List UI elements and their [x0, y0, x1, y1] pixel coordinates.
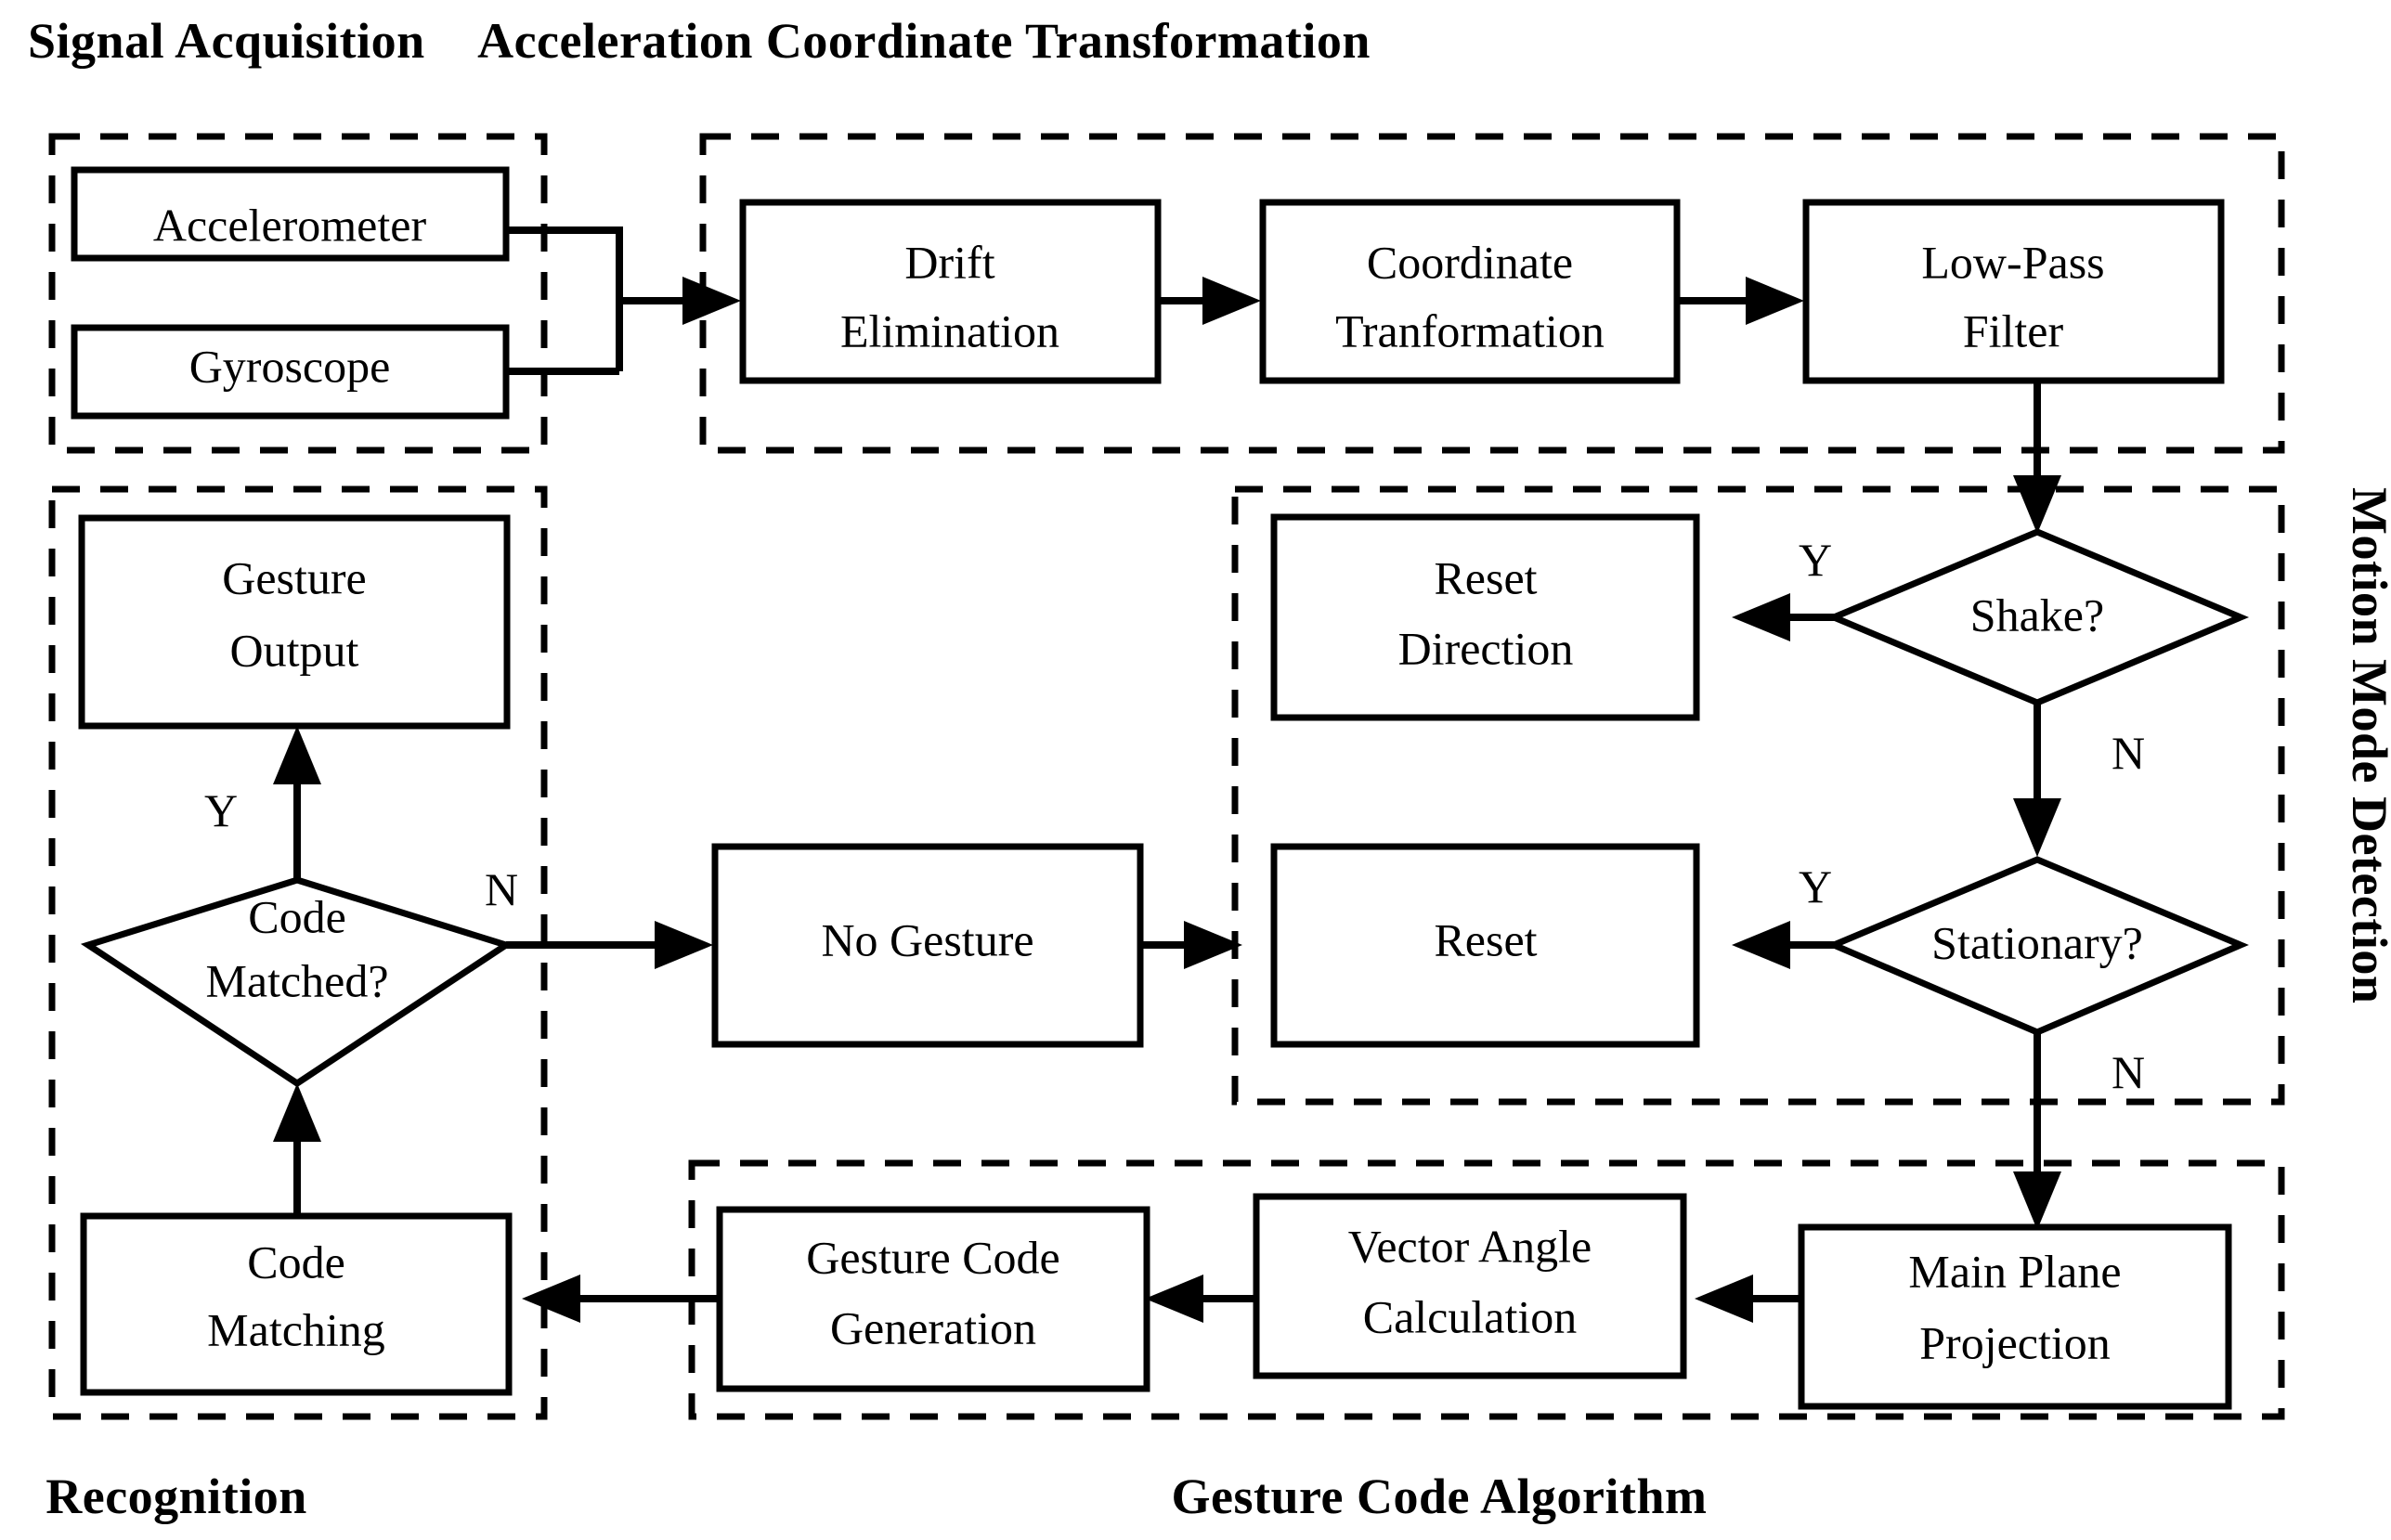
arrowhead-vector-angle-to-gesture-code	[1145, 1275, 1203, 1323]
node-gesture-output-label-line1: Gesture	[222, 551, 367, 603]
node-accelerometer-label: Accelerometer	[153, 199, 427, 251]
node-coordinate-transformation-label-line1: Coordinate	[1367, 236, 1573, 288]
branch-label-stationary-no: N	[2112, 1046, 2145, 1098]
arrowhead-coordinate-to-lowpass	[1746, 277, 1804, 325]
node-stationary-decision-label: Stationary?	[1931, 916, 2143, 968]
node-drift-elimination-label-line2: Elimination	[840, 304, 1059, 356]
arrowhead-stationary-to-main-plane	[2013, 1171, 2061, 1230]
node-main-plane-projection-label-line2: Projection	[1919, 1316, 2111, 1368]
node-gesture-code-generation-label-line1: Gesture Code	[806, 1231, 1060, 1283]
group-title-gesture-code-algorithm: Gesture Code Algorithm	[1172, 1469, 1708, 1524]
node-shake-decision-label: Shake?	[1970, 589, 2104, 641]
group-title-motion-mode-detection: Motion Mode Detection	[2342, 487, 2391, 1003]
node-main-plane-projection[interactable]: Main Plane Projection	[1798, 1223, 2232, 1410]
node-code-matching-label-line2: Matching	[207, 1303, 385, 1355]
arrowhead-shake-to-stationary	[2013, 798, 2061, 857]
node-reset-direction-label-line1: Reset	[1434, 551, 1537, 603]
branch-label-code-matched-yes: Y	[204, 784, 238, 836]
node-vector-angle-calculation-label-line1: Vector Angle	[1348, 1220, 1592, 1272]
dashed-group-recognition	[48, 485, 548, 1420]
branch-label-shake-yes: Y	[1799, 534, 1832, 586]
arrowhead-main-plane-to-vector-angle	[1695, 1275, 1753, 1323]
node-gyroscope-label: Gyroscope	[189, 340, 391, 392]
node-gesture-code-generation[interactable]: Gesture Code Generation	[716, 1206, 1150, 1392]
node-reset-direction[interactable]: Reset Direction	[1270, 513, 1700, 721]
node-code-matched-decision-label-line2: Matched?	[205, 954, 388, 1006]
node-main-plane-projection-label-line1: Main Plane	[1908, 1245, 2121, 1297]
node-gesture-code-generation-label-line2: Generation	[830, 1301, 1036, 1353]
node-vector-angle-calculation-label-line2: Calculation	[1363, 1290, 1578, 1342]
group-title-acceleration-coordinate-transformation: Acceleration Coordinate Transformation	[477, 13, 1371, 69]
connector-accelerometer-merge	[506, 226, 623, 371]
dashed-group-gesture-code-algorithm	[688, 1159, 2285, 1420]
arrowhead-shake-to-reset-direction	[1732, 593, 1790, 641]
branch-label-code-matched-no: N	[485, 863, 518, 915]
dashed-group-motion-mode-detection	[1231, 485, 2285, 1106]
node-no-gesture[interactable]: No Gesture	[711, 843, 1144, 1048]
node-code-matching[interactable]: Code Matching	[80, 1212, 513, 1396]
node-shake-decision[interactable]: Shake?	[1825, 528, 2250, 706]
node-gesture-output[interactable]: Gesture Output	[78, 514, 511, 730]
node-vector-angle-calculation[interactable]: Vector Angle Calculation	[1253, 1193, 1687, 1379]
node-no-gesture-label: No Gesture	[821, 913, 1033, 965]
arrowhead-gesture-code-to-code-matching	[522, 1275, 580, 1323]
node-code-matched-decision[interactable]: Code Matched?	[80, 876, 514, 1088]
arrowhead-code-matched-to-gesture-output	[273, 726, 321, 784]
group-title-signal-acquisition: Signal Acquisition	[28, 13, 425, 69]
node-coordinate-transformation[interactable]: Coordinate Tranformation	[1259, 199, 1681, 384]
branch-label-shake-no: N	[2112, 727, 2145, 779]
arrowhead-lowpass-to-shake	[2013, 475, 2061, 534]
branch-label-stationary-yes: Y	[1799, 861, 1832, 912]
node-coordinate-transformation-label-line2: Tranformation	[1335, 304, 1605, 356]
arrowhead-sensors-to-drift	[682, 277, 741, 325]
arrowhead-code-matched-to-no-gesture	[655, 921, 713, 969]
node-code-matched-decision-label-line1: Code	[248, 890, 346, 942]
dashed-group-signal-acquisition	[48, 133, 548, 454]
node-stationary-decision[interactable]: Stationary?	[1826, 856, 2249, 1036]
node-drift-elimination-label-line1: Drift	[904, 236, 994, 288]
arrowhead-stationary-to-reset	[1732, 921, 1790, 969]
node-reset-label: Reset	[1434, 913, 1537, 965]
node-low-pass-filter-label-line2: Filter	[1963, 304, 2064, 356]
node-low-pass-filter[interactable]: Low-Pass Filter	[1802, 199, 2225, 384]
node-gyroscope[interactable]: Gyroscope	[71, 324, 510, 420]
group-title-recognition: Recognition	[45, 1469, 307, 1524]
node-low-pass-filter-label-line1: Low-Pass	[1921, 236, 2104, 288]
arrowhead-drift-to-coordinate	[1202, 277, 1261, 325]
arrowhead-no-gesture-to-reset	[1184, 921, 1242, 969]
node-drift-elimination[interactable]: Drift Elimination	[739, 199, 1162, 384]
node-gesture-output-label-line2: Output	[230, 624, 359, 676]
node-code-matching-label-line1: Code	[247, 1236, 345, 1288]
node-reset[interactable]: Reset	[1270, 843, 1700, 1048]
node-reset-direction-label-line2: Direction	[1398, 622, 1574, 674]
arrowhead-code-matching-to-code-matched	[273, 1083, 321, 1142]
node-accelerometer[interactable]: Accelerometer	[71, 166, 510, 262]
